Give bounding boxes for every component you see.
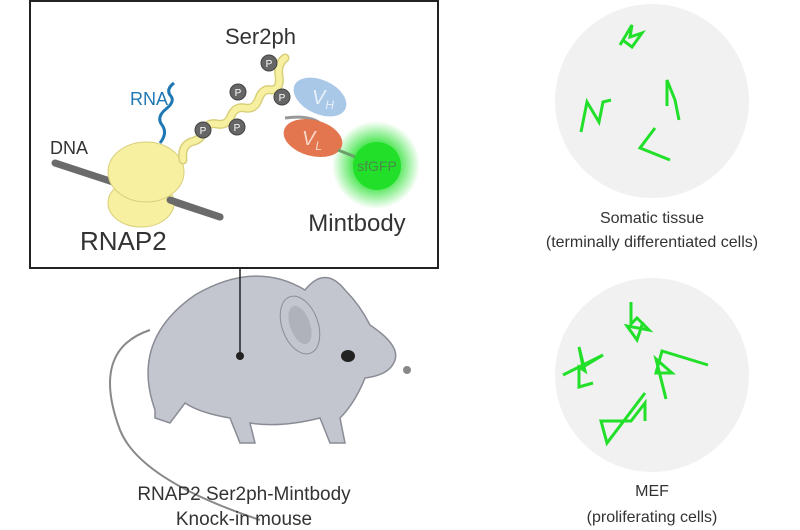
phospho-label: P	[235, 88, 242, 99]
chromatin-foci	[562, 346, 604, 389]
rna-strand	[158, 81, 175, 144]
vl-label: VL	[302, 128, 322, 153]
cell-nucleus	[555, 4, 749, 198]
chromatin-foci	[637, 127, 671, 162]
rnap2-label: RNAP2	[80, 226, 167, 256]
dna-strand-front	[166, 196, 224, 221]
somatic-caption-line2: (terminally differentiated cells)	[546, 234, 758, 251]
vh-label: VH	[312, 87, 334, 112]
chromatin-foci	[623, 302, 654, 344]
somatic-caption-line1: Somatic tissue	[600, 210, 704, 227]
sfgfp-label: sfGFP	[357, 158, 397, 174]
cell-nucleus	[555, 278, 749, 472]
rna-label: RNA	[130, 89, 168, 109]
phospho-group	[194, 121, 212, 139]
chromatin-foci	[653, 349, 709, 400]
mouse-body	[147, 275, 397, 444]
mef-caption-line2: (proliferating cells)	[587, 509, 718, 526]
molecule-panel: P P P P P DNA RNA RNAP2 Ser2ph VH VL sfG…	[29, 0, 439, 269]
phospho-group	[228, 118, 246, 136]
vl-domain	[283, 118, 343, 158]
phospho-label: P	[200, 126, 207, 137]
phospho-group	[260, 54, 278, 72]
ctd-tail	[179, 55, 288, 163]
vh-domain	[293, 77, 347, 117]
dna-label: DNA	[50, 138, 88, 158]
mintbody-label: Mintbody	[308, 210, 405, 237]
mouse-illustration	[109, 268, 411, 521]
mef-cell: MEF (proliferating cells)	[555, 278, 749, 526]
chromatin-foci	[579, 97, 612, 133]
phospho-label: P	[279, 93, 286, 104]
rnap2-upper-lobe	[107, 141, 185, 203]
ser2ph-label: Ser2ph	[225, 24, 296, 49]
chromatin-foci	[618, 24, 646, 50]
sfgfp-domain	[353, 142, 401, 190]
phospho-label: P	[266, 59, 273, 70]
somatic-cell: Somatic tissue (terminally differentiate…	[546, 4, 758, 251]
chromatin-foci	[665, 79, 681, 121]
gfp-linker	[337, 148, 359, 160]
connector-dot	[236, 352, 244, 360]
mouse-caption-line1: RNAP2 Ser2ph-Mintbody	[137, 484, 351, 505]
mouse-inner-ear	[288, 305, 312, 345]
chromatin-foci	[599, 392, 647, 447]
mef-caption-line1: MEF	[635, 483, 669, 500]
phospho-group	[273, 88, 291, 106]
mouse-caption-line2: Knock-in mouse	[176, 509, 312, 530]
phospho-label: P	[234, 123, 241, 134]
mouse-tail	[109, 329, 261, 521]
mouse-eye	[341, 350, 355, 362]
mouse-nose	[403, 366, 411, 374]
phospho-group	[229, 83, 247, 101]
